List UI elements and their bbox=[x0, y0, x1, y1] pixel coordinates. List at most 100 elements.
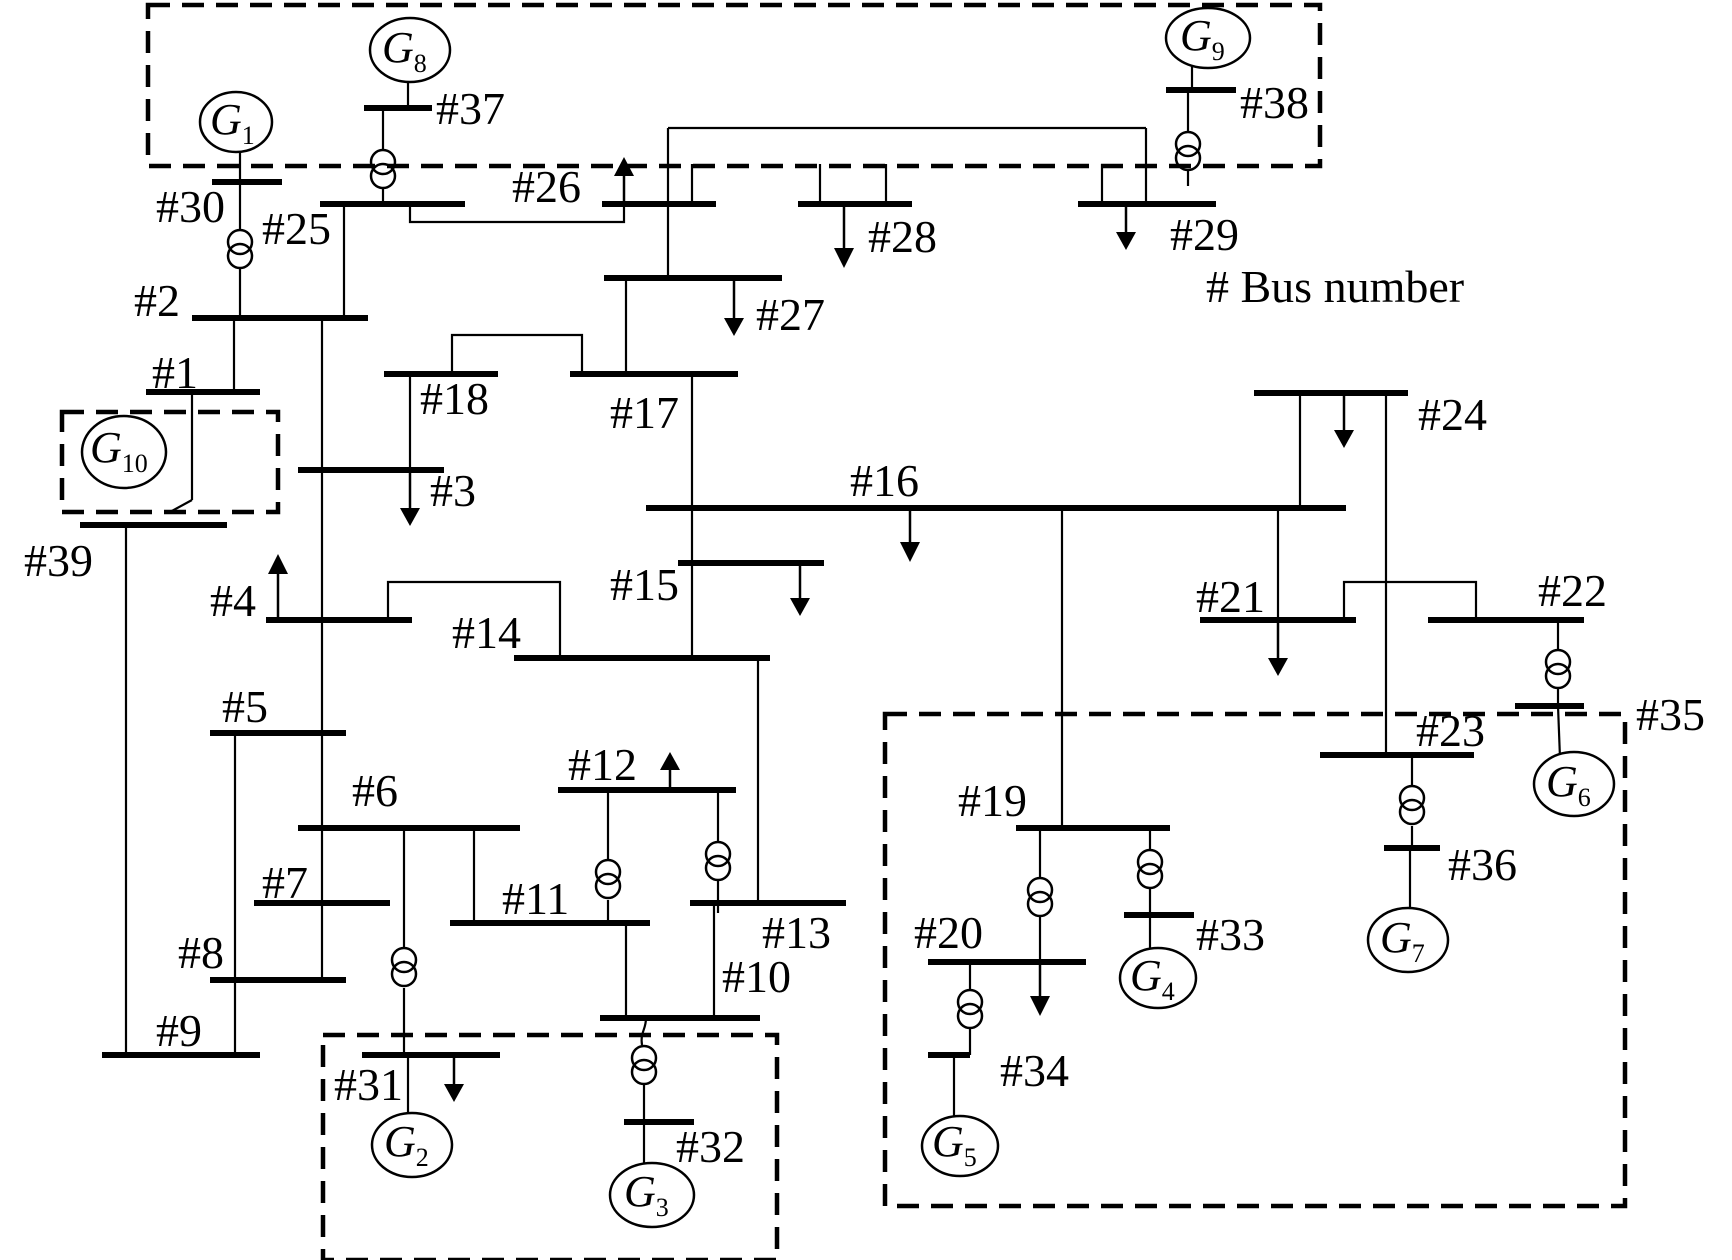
transformer-icon bbox=[704, 840, 732, 882]
bus-label-32: #32 bbox=[676, 1121, 745, 1172]
loads bbox=[268, 157, 1354, 1102]
bus-label-5: #5 bbox=[222, 681, 268, 732]
legend-bus-number: # Bus number bbox=[1206, 261, 1464, 312]
svg-text:G7: G7 bbox=[1380, 913, 1425, 968]
bus-label-12: #12 bbox=[568, 739, 637, 790]
bus-label-24: #24 bbox=[1418, 389, 1487, 440]
svg-text:G9: G9 bbox=[1180, 11, 1225, 66]
gen-subscript: 10 bbox=[122, 449, 148, 478]
transformer-icon bbox=[1026, 876, 1054, 918]
injection-arrow-icon bbox=[660, 752, 680, 790]
generator-g2-icon: G2 bbox=[370, 1111, 454, 1179]
generator-g5-icon: G5 bbox=[920, 1114, 1000, 1178]
bus-label-39: #39 bbox=[24, 535, 93, 586]
transformer-icon bbox=[630, 1044, 658, 1086]
injection-arrow-icon bbox=[268, 554, 288, 620]
bus-label-30: #30 bbox=[156, 181, 225, 232]
generator-g7-icon: G7 bbox=[1366, 906, 1450, 974]
generators: G1 G8 G9 G10 G2 G3 G4 G5 G6 G7 bbox=[80, 6, 1616, 1229]
bus-label-26: #26 bbox=[512, 161, 581, 212]
bus-label-7: #7 bbox=[262, 857, 308, 908]
bus-label-8: #8 bbox=[178, 927, 224, 978]
gen-subscript: 7 bbox=[1412, 939, 1425, 968]
bus-label-36: #36 bbox=[1448, 839, 1517, 890]
svg-text:G8: G8 bbox=[382, 23, 427, 78]
bus-label-1: #1 bbox=[152, 347, 198, 398]
bus-label-14: #14 bbox=[452, 607, 521, 658]
load-arrow-icon bbox=[1268, 620, 1288, 676]
gen-letter: G bbox=[1380, 913, 1412, 962]
gen-letter: G bbox=[932, 1117, 964, 1166]
svg-text:G1: G1 bbox=[210, 95, 255, 150]
bus-label-28: #28 bbox=[868, 211, 937, 262]
gen-subscript: 4 bbox=[1162, 977, 1175, 1006]
bus-bars bbox=[80, 87, 1584, 1125]
bus-label-25: #25 bbox=[262, 203, 331, 254]
transformers bbox=[226, 130, 1572, 1086]
generator-g8-icon: G8 bbox=[368, 16, 452, 84]
bus-label-27: #27 bbox=[756, 289, 825, 340]
load-arrow-icon bbox=[1334, 393, 1354, 448]
gen-subscript: 1 bbox=[242, 121, 255, 150]
bus-label-4: #4 bbox=[210, 575, 256, 626]
load-arrow-icon bbox=[790, 563, 810, 616]
bus-label-9: #9 bbox=[156, 1005, 202, 1056]
gen-letter: G bbox=[90, 423, 122, 472]
gen-letter: G bbox=[1130, 951, 1162, 1000]
gen-subscript: 5 bbox=[964, 1143, 977, 1172]
load-arrow-icon bbox=[1116, 204, 1136, 250]
transformer-icon bbox=[956, 988, 984, 1030]
bus-label-37: #37 bbox=[436, 83, 505, 134]
transformer-icon bbox=[1174, 130, 1202, 172]
transformer-icon bbox=[369, 148, 397, 190]
transformer-icon bbox=[1398, 784, 1426, 826]
svg-text:G2: G2 bbox=[384, 1117, 429, 1172]
generator-g9-icon: G9 bbox=[1164, 6, 1252, 70]
bus-label-34: #34 bbox=[1000, 1045, 1069, 1096]
bus-label-16: #16 bbox=[850, 455, 919, 506]
bus-label-10: #10 bbox=[722, 951, 791, 1002]
bus-label-3: #3 bbox=[430, 465, 476, 516]
gen-subscript: 2 bbox=[416, 1143, 429, 1172]
area-top bbox=[145, 2, 1323, 169]
bus-labels: #37 #38 #30 #25 #26 #28 #29 # Bus number… bbox=[24, 77, 1705, 1172]
bus-label-20: #20 bbox=[914, 907, 983, 958]
gen-subscript: 8 bbox=[414, 49, 427, 78]
bus-label-15: #15 bbox=[610, 559, 679, 610]
generator-g10-icon: G10 bbox=[80, 414, 168, 490]
bus-label-11: #11 bbox=[502, 873, 569, 924]
svg-text:G4: G4 bbox=[1130, 951, 1175, 1006]
bus-label-31: #31 bbox=[334, 1059, 403, 1110]
transformer-icon bbox=[1544, 648, 1572, 690]
bus-label-33: #33 bbox=[1196, 909, 1265, 960]
gen-letter: G bbox=[210, 95, 242, 144]
generator-g3-icon: G3 bbox=[608, 1161, 696, 1229]
svg-text:G6: G6 bbox=[1546, 757, 1591, 812]
gen-letter: G bbox=[624, 1167, 656, 1216]
transformer-icon bbox=[1136, 848, 1164, 890]
svg-text:G10: G10 bbox=[90, 423, 148, 478]
load-arrow-icon bbox=[1030, 962, 1050, 1016]
svg-text:G5: G5 bbox=[932, 1117, 977, 1172]
bus-label-17: #17 bbox=[610, 387, 679, 438]
bus-label-21: #21 bbox=[1196, 571, 1265, 622]
area-bottom-left bbox=[320, 1032, 780, 1260]
bus-label-19: #19 bbox=[958, 775, 1027, 826]
bus-label-35: #35 bbox=[1636, 689, 1705, 740]
generator-g1-icon: G1 bbox=[198, 90, 274, 154]
load-arrow-icon bbox=[900, 508, 920, 562]
area-right bbox=[882, 711, 1628, 1209]
transformer-icon bbox=[390, 946, 418, 988]
load-arrow-icon bbox=[834, 204, 854, 268]
transformer-icon bbox=[594, 858, 622, 900]
gen-subscript: 6 bbox=[1578, 783, 1591, 812]
gen-subscript: 3 bbox=[656, 1193, 669, 1222]
gen-letter: G bbox=[382, 23, 414, 72]
bus-label-13: #13 bbox=[762, 907, 831, 958]
bus-label-29: #29 bbox=[1170, 209, 1239, 260]
bus-label-23: #23 bbox=[1416, 705, 1485, 756]
bus-label-38: #38 bbox=[1240, 77, 1309, 128]
gen-letter: G bbox=[1180, 11, 1212, 60]
injection-arrow-icon bbox=[614, 157, 634, 204]
